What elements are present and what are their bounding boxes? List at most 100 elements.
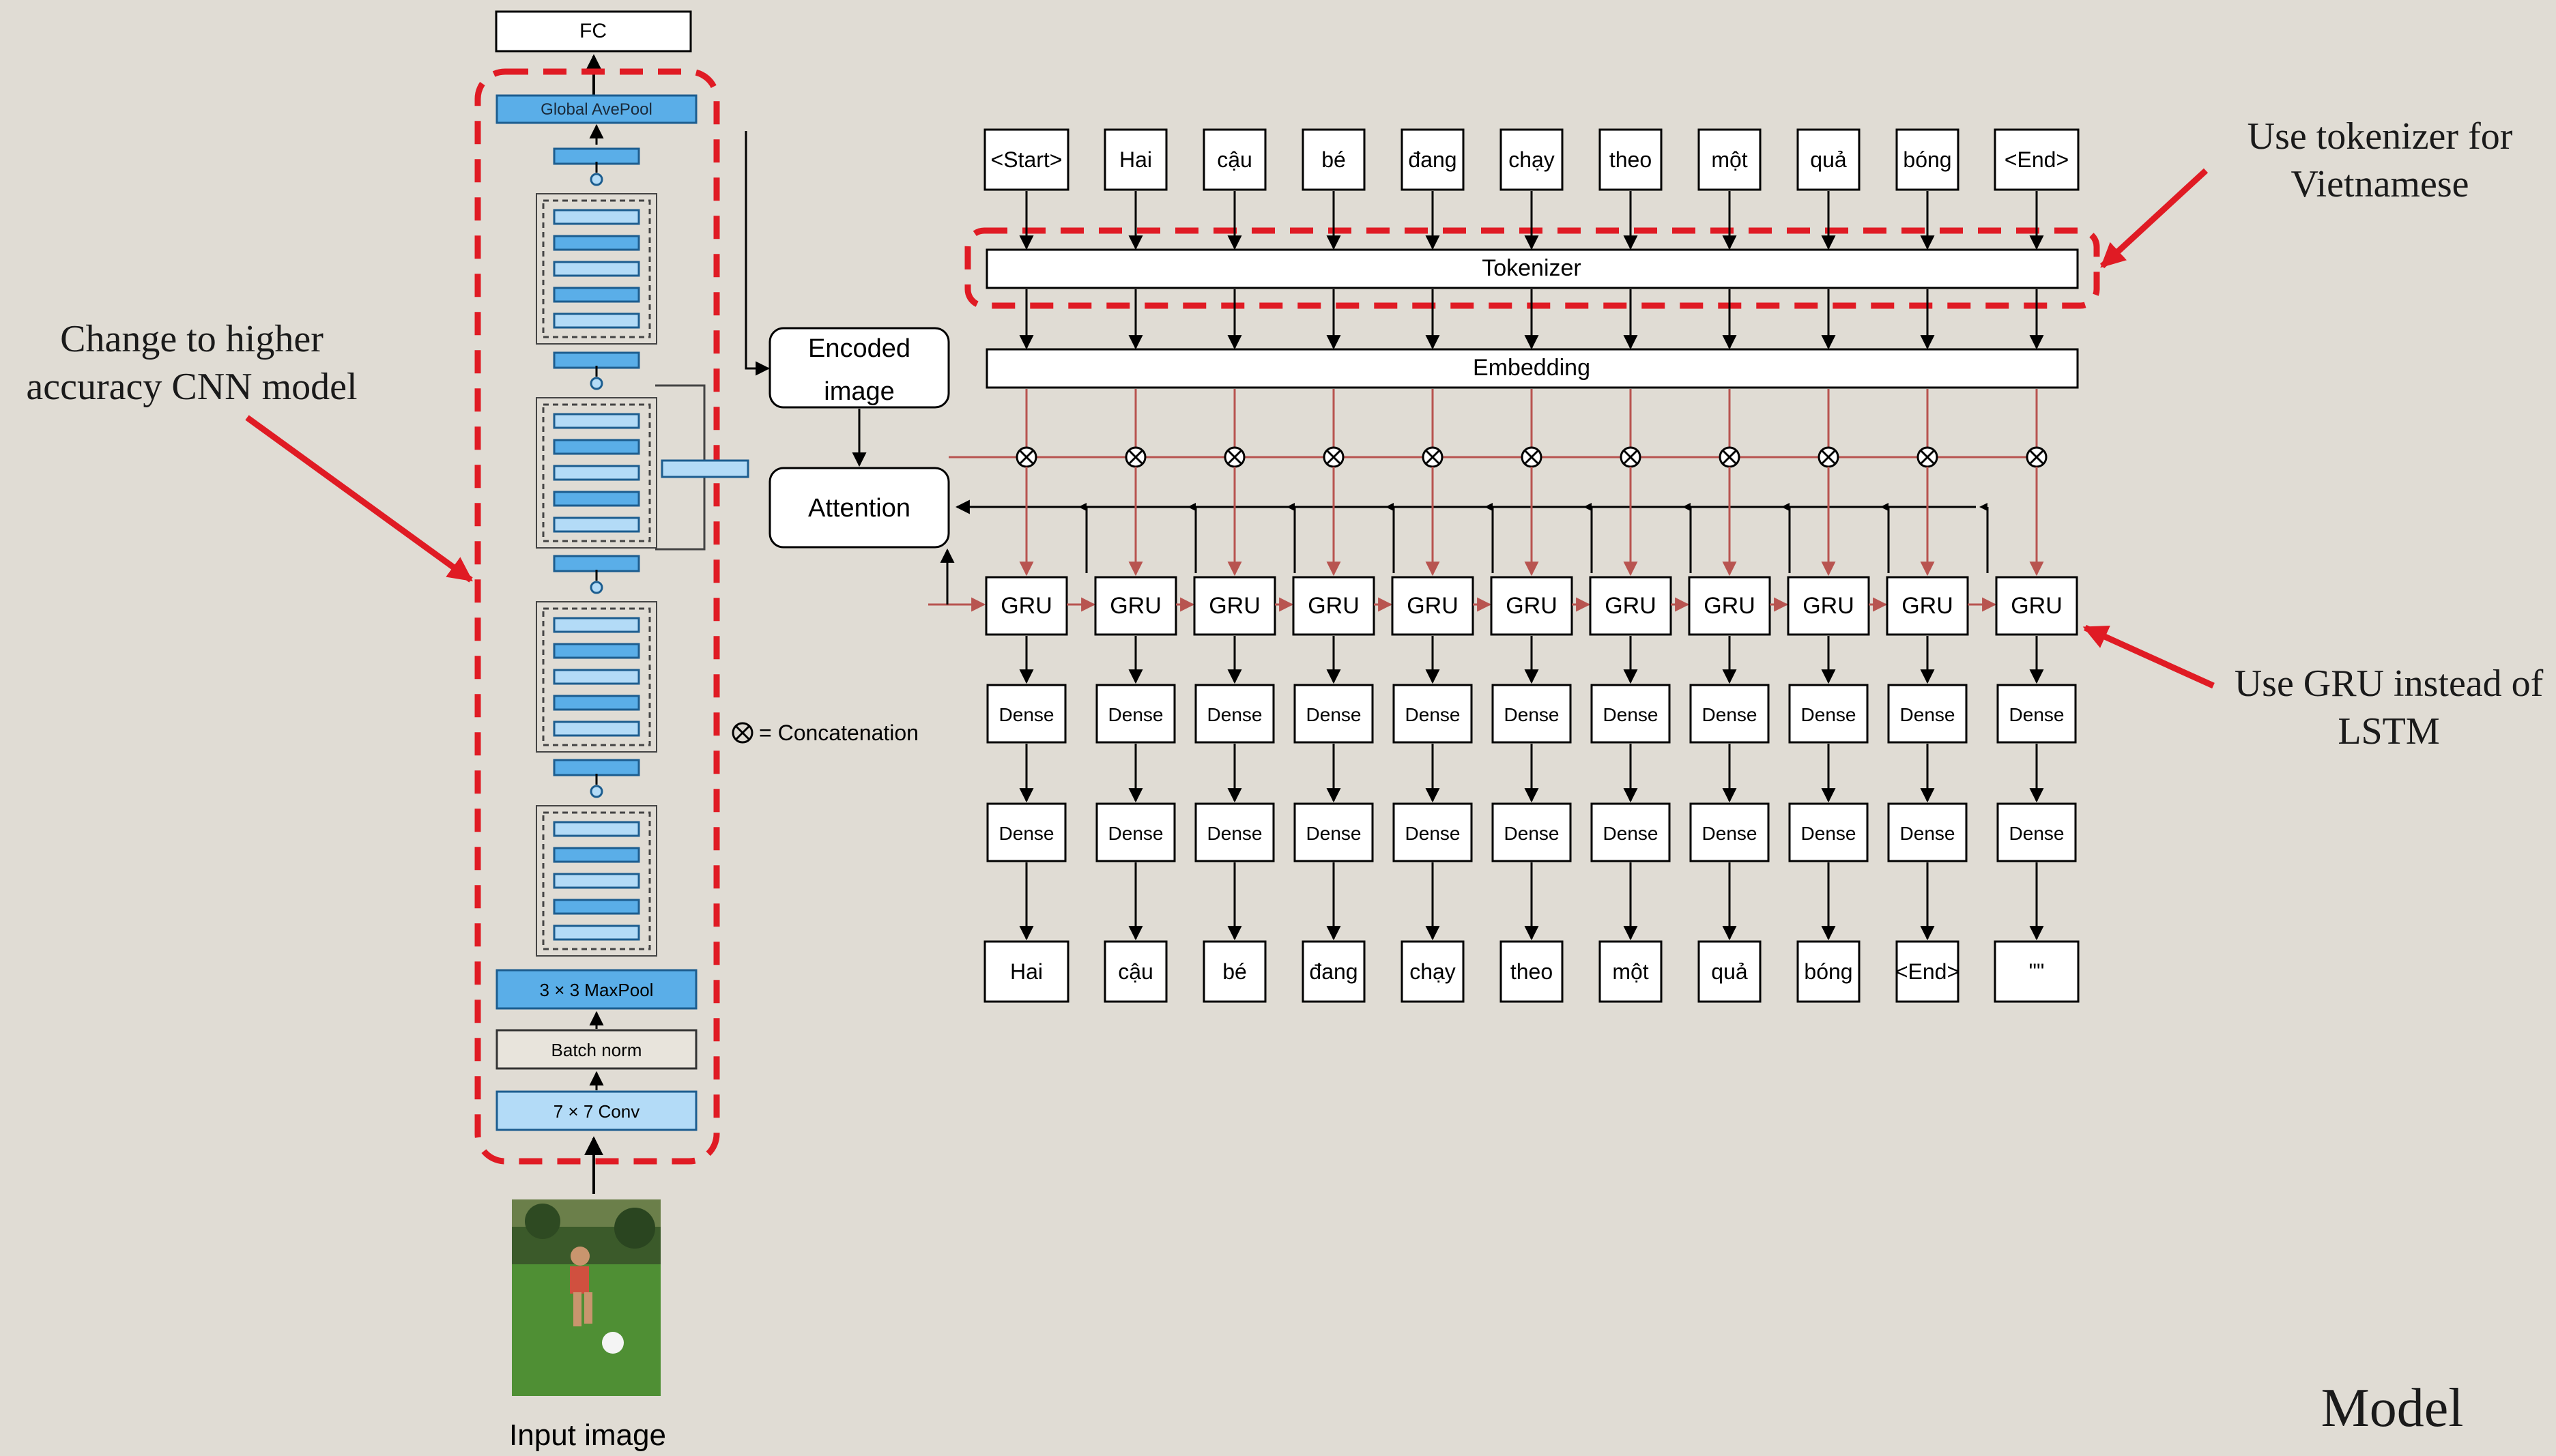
dense-label: Dense <box>1801 704 1856 725</box>
page-title: Model <box>2321 1378 2464 1438</box>
gru-note-line-1: Use GRU instead of <box>2235 663 2544 705</box>
dense-label: Dense <box>1207 704 1263 725</box>
gru-label: GRU <box>1901 593 1953 619</box>
input-token: bé <box>1321 147 1346 172</box>
gru-label: GRU <box>2011 593 2063 619</box>
conv-label: 7 × 7 Conv <box>554 1101 640 1122</box>
cnn-top-block <box>554 149 639 164</box>
dense-label: Dense <box>2009 823 2065 844</box>
fc-label: FC <box>579 20 607 42</box>
cnn-residual-stages <box>536 126 704 956</box>
conv-layer-block <box>554 696 639 710</box>
gru-label: GRU <box>1110 593 1162 619</box>
tokenizer-annotation: Use tokenizer for Vietnamese <box>2102 115 2513 266</box>
concat-legend-label: = Concatenation <box>759 720 919 745</box>
cnn-annotation: Change to higher accuracy CNN model <box>26 318 471 580</box>
gru-label: GRU <box>1001 593 1052 619</box>
output-token: <End> <box>1895 959 1959 984</box>
dense-label: Dense <box>1306 704 1362 725</box>
input-token: chạy <box>1508 147 1555 172</box>
input-token: một <box>1711 147 1747 172</box>
conv-layer-block <box>554 670 639 684</box>
conv-layer-block <box>554 874 639 888</box>
conv-layer-block <box>554 848 639 862</box>
conv-layer-block <box>554 414 639 428</box>
input-token: bóng <box>1903 147 1951 172</box>
concat-legend: = Concatenation <box>733 720 919 745</box>
conv-layer-block <box>554 644 639 658</box>
decoder: Tokenizer Embedding <Start>GRUDenseDense… <box>928 130 2097 1002</box>
residual-add-node <box>591 174 602 185</box>
gru-label: GRU <box>1506 593 1557 619</box>
dense-label: Dense <box>1405 823 1461 844</box>
gru-label: GRU <box>1308 593 1360 619</box>
gru-label: GRU <box>1209 593 1261 619</box>
input-image <box>512 1199 661 1396</box>
encoded-image-label-2: image <box>824 377 895 406</box>
tokenizer-note-line-1: Use tokenizer for <box>2248 115 2513 158</box>
conv-layer-block <box>554 262 639 276</box>
output-token: đang <box>1309 959 1358 984</box>
gru-label: GRU <box>1605 593 1656 619</box>
dense-label: Dense <box>1108 823 1164 844</box>
input-token: <End> <box>2005 147 2069 172</box>
gru-annotation: Use GRU instead of LSTM <box>2085 628 2544 753</box>
output-token: theo <box>1510 959 1553 984</box>
conv-layer-block <box>554 492 639 506</box>
dense-label: Dense <box>999 704 1054 725</box>
output-token: chạy <box>1409 959 1456 984</box>
output-token: quả <box>1711 959 1748 984</box>
input-token: theo <box>1609 147 1652 172</box>
embedding-label: Embedding <box>1473 355 1590 381</box>
downsample-block <box>554 353 639 368</box>
dense-label: Dense <box>1504 704 1560 725</box>
dense-label: Dense <box>1702 823 1757 844</box>
tokenizer-note-arrow <box>2102 171 2206 266</box>
gru-note-line-2: LSTM <box>2338 710 2439 753</box>
attention-label: Attention <box>808 494 910 523</box>
residual-add-node <box>591 786 602 797</box>
dense-label: Dense <box>1900 704 1955 725</box>
conv-layer-block <box>554 466 639 480</box>
conv-layer-block <box>554 618 639 632</box>
batch-norm-label: Batch norm <box>551 1040 642 1060</box>
conv-layer-block <box>554 236 639 250</box>
conv-layer-block <box>554 440 639 454</box>
output-token: bé <box>1222 959 1247 984</box>
dense-label: Dense <box>1801 823 1856 844</box>
cnn-side-block <box>662 461 748 477</box>
residual-add-node <box>591 378 602 389</box>
gru-label: GRU <box>1704 593 1755 619</box>
dense-label: Dense <box>1108 704 1164 725</box>
dense-label: Dense <box>1702 704 1757 725</box>
dense-label: Dense <box>1306 823 1362 844</box>
downsample-block <box>554 760 639 775</box>
input-image-caption: Input image <box>509 1418 666 1452</box>
conv-layer-block <box>554 900 639 914</box>
conv-layer-block <box>554 926 639 940</box>
input-token: <Start> <box>991 147 1063 172</box>
conv-layer-block <box>554 210 639 224</box>
input-token: Hai <box>1119 147 1152 172</box>
cnn-note-line-1: Change to higher <box>60 318 324 360</box>
output-token: một <box>1612 959 1648 984</box>
global-pool-label: Global AvePool <box>541 100 652 119</box>
residual-add-node <box>591 582 602 593</box>
tokenizer-note-line-2: Vietnamese <box>2291 163 2469 205</box>
input-token: quả <box>1810 147 1847 172</box>
dense-label: Dense <box>1603 704 1658 725</box>
conv-layer-block <box>554 518 639 532</box>
dense-label: Dense <box>1603 823 1658 844</box>
cnn-note-arrow <box>247 418 471 580</box>
tokenizer-label: Tokenizer <box>1482 255 1581 281</box>
downsample-block <box>554 556 639 571</box>
output-token: Hai <box>1010 959 1043 984</box>
conv-layer-block <box>554 288 639 302</box>
input-token: cậu <box>1217 147 1252 172</box>
gru-label: GRU <box>1803 593 1854 619</box>
dense-label: Dense <box>1207 823 1263 844</box>
cnn-note-line-2: accuracy CNN model <box>26 366 357 408</box>
maxpool-label: 3 × 3 MaxPool <box>540 980 654 1000</box>
dense-label: Dense <box>1504 823 1560 844</box>
